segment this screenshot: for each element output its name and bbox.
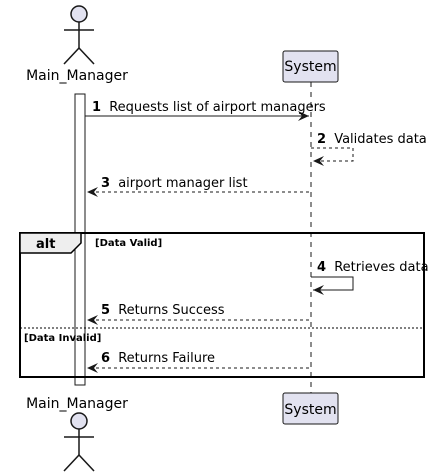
message-number: 4 (317, 260, 326, 275)
svg-text:3 airport manager list: 3 airport manager list (101, 176, 248, 191)
svg-text:5 Returns Success: 5 Returns Success (101, 303, 225, 318)
svg-text:2 Validates data: 2 Validates data (317, 132, 427, 147)
message-label: Returns Success (118, 303, 225, 318)
system-name-top: System (284, 59, 336, 75)
message-label: Validates data (334, 132, 427, 147)
actor-name-top: Main_Manager (26, 68, 128, 84)
message-number: 3 (101, 176, 110, 191)
actor-bottom: Main_Manager (26, 396, 128, 472)
guard-valid: [Data Valid] (95, 238, 162, 249)
system-participant-top: System (282, 50, 339, 83)
message-number: 2 (317, 132, 326, 147)
alt-keyword: alt (36, 237, 55, 252)
message-4: 4 Retrieves data (311, 260, 429, 295)
guard-invalid: [Data Invalid] (24, 333, 101, 344)
message-2: 2 Validates data (311, 132, 427, 166)
message-number: 5 (101, 303, 110, 318)
message-number: 1 (92, 100, 101, 115)
actor-name-bottom: Main_Manager (26, 396, 128, 412)
message-6: 6 Returns Failure (87, 351, 309, 373)
stick-figure-icon (63, 412, 95, 472)
svg-text:4 Retrieves data: 4 Retrieves data (317, 260, 429, 275)
svg-text:6 Returns Failure: 6 Returns Failure (101, 351, 215, 366)
message-label: airport manager list (118, 176, 247, 191)
system-name-bottom: System (284, 402, 336, 418)
svg-text:1 Requests list of airpo: 1 Requests list of airport managers (92, 100, 326, 115)
stick-figure-icon (63, 5, 95, 65)
alt-frame: alt [Data Valid] [Data Invalid] (19, 232, 425, 378)
message-1: 1 Requests list of airport managers (85, 100, 326, 121)
message-number: 6 (101, 351, 110, 366)
message-3: 3 airport manager list (87, 176, 309, 197)
actor-top: Main_Manager (26, 5, 128, 84)
message-5: 5 Returns Success (87, 303, 309, 325)
message-label: Returns Failure (118, 351, 215, 366)
message-label: Requests list of airport managers (109, 100, 326, 115)
message-label: Retrieves data (334, 260, 428, 275)
system-participant-bottom: System (282, 392, 339, 425)
